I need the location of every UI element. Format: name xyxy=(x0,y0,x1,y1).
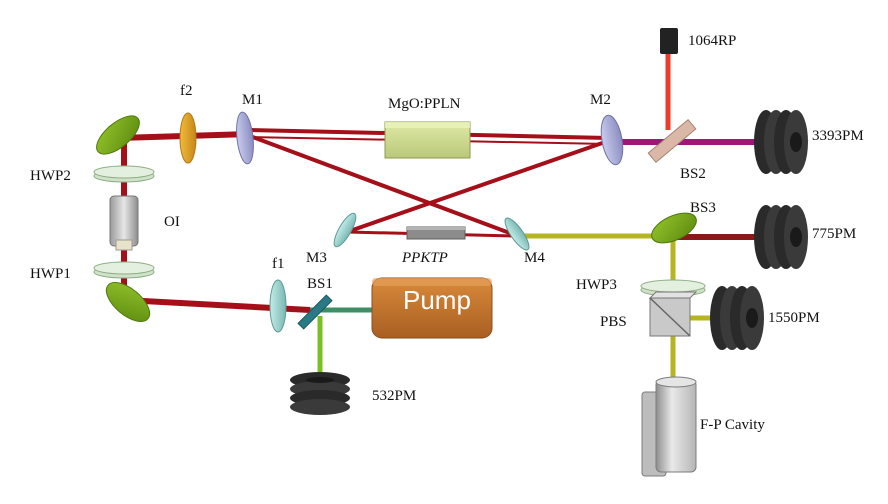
label-hwp3: HWP3 xyxy=(576,277,617,293)
label-ppktp: PPKTP xyxy=(401,250,448,266)
label-bs1: BS1 xyxy=(307,276,333,292)
pump-laser: Pump xyxy=(371,277,493,339)
label-mgo-ppln: MgO:PPLN xyxy=(388,96,461,112)
label-hwp1: HWP1 xyxy=(30,266,71,282)
mirror-m4: M4 xyxy=(504,217,545,266)
crystal-mgo-ppln: MgO:PPLN xyxy=(384,96,471,159)
label-m4: M4 xyxy=(524,250,545,266)
detector-1550pm: 1550PM xyxy=(710,286,820,350)
mirror-m2: M2 xyxy=(590,92,624,166)
label-3393pm: 3393PM xyxy=(812,128,864,144)
crystal-ppktp: PPKTP xyxy=(401,226,466,266)
beamsplitter-bs3: BS3 xyxy=(651,200,716,244)
label-f1: f1 xyxy=(272,256,285,272)
label-pump: Pump xyxy=(403,285,471,315)
mirror-m3: M3 xyxy=(306,212,357,266)
label-bs2: BS2 xyxy=(680,166,706,182)
label-m3: M3 xyxy=(306,250,327,266)
label-fp-cavity: F-P Cavity xyxy=(700,417,765,433)
lens-f1: f1 xyxy=(269,256,287,333)
label-hwp2: HWP2 xyxy=(30,168,71,184)
fp-cavity: F-P Cavity xyxy=(641,376,765,477)
label-532pm: 532PM xyxy=(372,388,416,404)
lens-f2: f2 xyxy=(179,83,197,164)
label-m1: M1 xyxy=(242,92,263,108)
beamsplitter-bs1: BS1 xyxy=(297,276,333,330)
label-oi: OI xyxy=(164,214,180,230)
mirror-m1: M1 xyxy=(236,92,263,165)
mirror-bottom-left xyxy=(105,282,151,322)
detector-3393pm: 3393PM xyxy=(754,110,864,174)
mirror-top-left xyxy=(96,115,140,155)
label-1550pm: 1550PM xyxy=(768,310,820,326)
label-f2: f2 xyxy=(180,83,193,99)
label-1064rp: 1064RP xyxy=(688,33,736,49)
pbs-cube: PBS xyxy=(600,291,698,337)
beam-m1-m4 xyxy=(249,134,516,237)
waveplate-hwp1: HWP1 xyxy=(30,261,155,282)
label-bs3: BS3 xyxy=(690,200,716,216)
beamsplitter-bs2: BS2 xyxy=(647,118,706,182)
label-775pm: 775PM xyxy=(812,226,856,242)
detector-1064rp: 1064RP xyxy=(660,28,736,54)
waveplate-hwp2: HWP2 xyxy=(30,165,155,184)
label-m2: M2 xyxy=(590,92,611,108)
beam-m2-m3 xyxy=(346,139,609,234)
detector-775pm: 775PM xyxy=(754,205,856,269)
isolator-oi: OI xyxy=(109,195,180,251)
detector-532pm: 532PM xyxy=(290,372,416,415)
label-pbs: PBS xyxy=(600,314,627,330)
